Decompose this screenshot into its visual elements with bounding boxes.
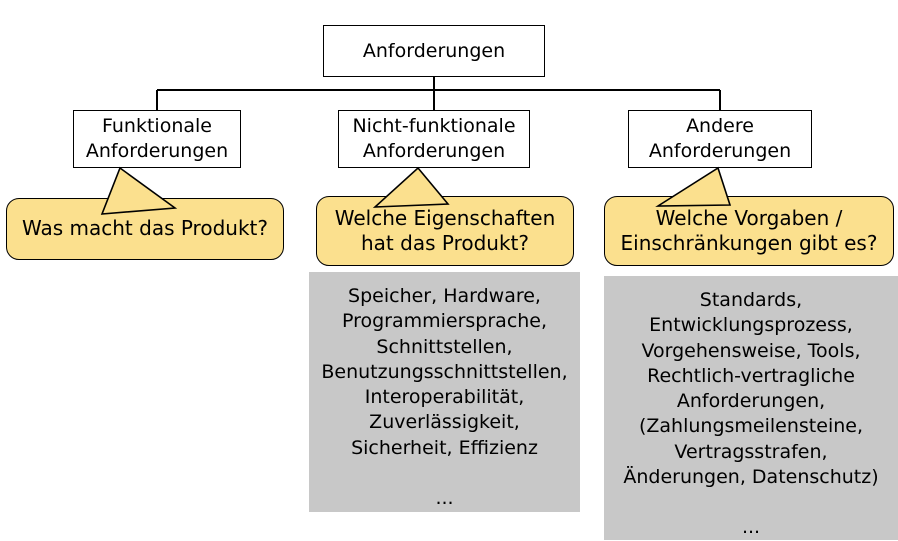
node-funktionale-anforderungen[interactable]: Funktionale Anforderungen xyxy=(73,110,241,168)
node-nicht-funktionale-anforderungen[interactable]: Nicht-funktionale Anforderungen xyxy=(338,110,530,168)
details-panel-andere: Standards, Entwicklungsprozess, Vorgehen… xyxy=(604,276,898,540)
callout-andere-anforderungen[interactable]: Welche Vorgaben / Einschränkungen gibt e… xyxy=(604,196,894,266)
node-andere-anforderungen[interactable]: Andere Anforderungen xyxy=(628,110,812,168)
callout-funktionale-anforderungen[interactable]: Was macht das Produkt? xyxy=(6,198,284,260)
node-anforderungen[interactable]: Anforderungen xyxy=(323,25,545,77)
details-panel-nicht-funktionale: Speicher, Hardware, Programmiersprache, … xyxy=(309,272,580,512)
callout-nicht-funktionale-anforderungen[interactable]: Welche Eigenschaften hat das Produkt? xyxy=(316,196,574,266)
